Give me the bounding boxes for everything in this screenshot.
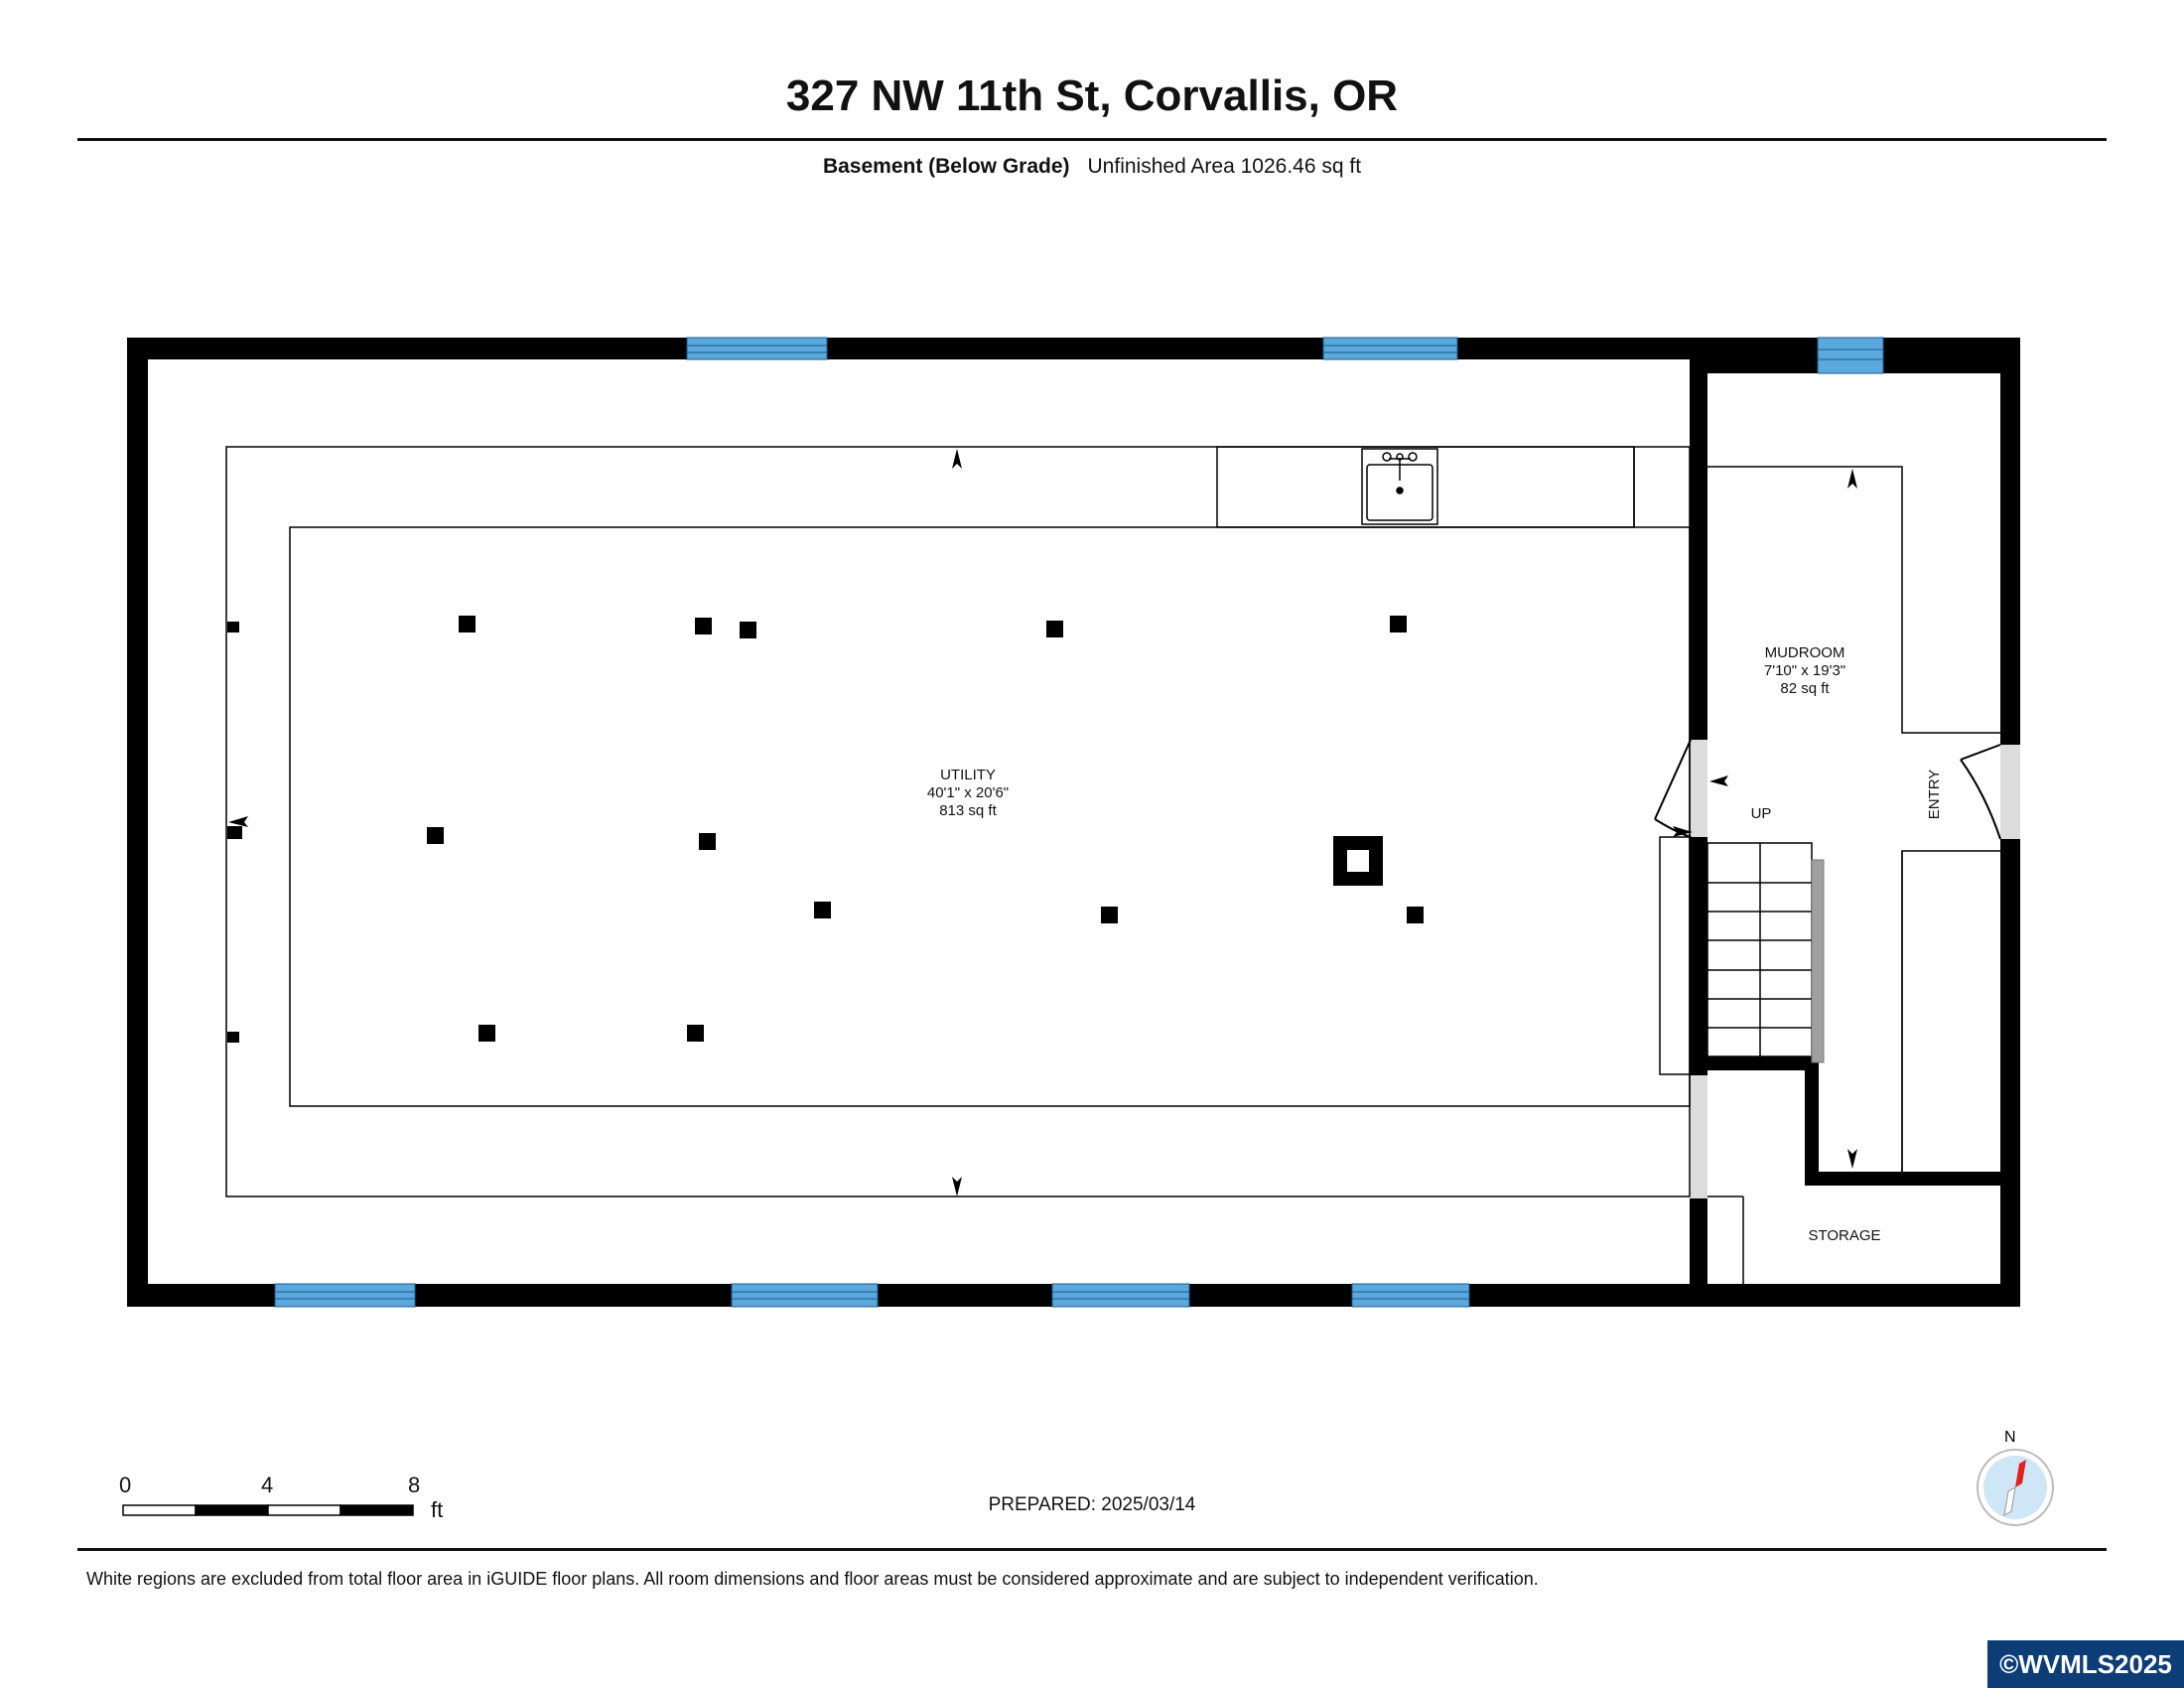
exterior-walls [127,338,2020,1307]
header-divider [77,138,2107,141]
post [699,833,716,850]
direction-arrows [228,449,1857,1196]
level-name: Basement (Below Grade) [822,155,1070,178]
post [427,827,444,844]
post [1046,621,1063,637]
window [1817,337,1884,374]
post [1390,616,1407,633]
post [687,1025,704,1042]
window [1051,1283,1190,1308]
chimney [1333,836,1383,886]
level-area: Unfinished Area 1026.46 sq ft [1087,155,1362,178]
wvmls-badge: ©WVMLS2025 [1987,1640,2184,1688]
compass-icon: N [1977,1430,2054,1526]
scale-bar [122,1504,414,1516]
window [1322,337,1458,360]
mudroom-dims: 7'10" x 19'3" [1764,662,1845,679]
windows [274,337,1884,1308]
post [478,1025,495,1042]
storage-label: STORAGE [1808,1227,1880,1244]
post [227,826,242,839]
address-title: 327 NW 11th St, Corvallis, OR [785,71,1399,120]
post [227,622,239,633]
support-posts [227,616,1424,1043]
stairs [1706,842,1813,1057]
sink-icon [1361,448,1438,525]
window [274,1283,416,1308]
floor-summary: Basement (Below Grade) Unfinished Area 10… [0,155,2184,179]
post [740,622,756,638]
footer-divider [77,1548,2107,1551]
utility-dims: 40'1" x 20'6" [927,784,1009,801]
mudroom-name: MUDROOM [1765,644,1845,661]
post [459,616,476,633]
post [1407,907,1424,923]
disclaimer: White regions are excluded from total fl… [86,1569,1539,1589]
scale-tick-0: 0 [119,1473,132,1497]
scale-unit: ft [431,1497,444,1522]
door-swings [1654,739,2001,840]
compass-north-label: N [2004,1430,2016,1446]
post [695,618,712,634]
mudroom-area: 82 sq ft [1780,680,1830,697]
utility-name: UTILITY [940,767,996,783]
stairs-up-label: UP [1751,805,1772,822]
window [731,1283,879,1308]
utility-outlines [225,446,1692,1197]
window [1351,1283,1470,1308]
entry-label: ENTRY [1926,770,1943,820]
prepared-date: PREPARED: 2025/03/14 [988,1494,1196,1515]
stair-rail [1811,859,1825,1063]
door-openings [1691,740,2020,1198]
utility-area: 813 sq ft [939,802,997,819]
window [686,337,828,360]
post [1101,907,1118,923]
scale-tick-8: 8 [408,1473,421,1497]
post [814,902,831,918]
scale-tick-4: 4 [261,1473,274,1497]
post [227,1032,239,1043]
mudroom-outlines [1707,466,2000,1284]
